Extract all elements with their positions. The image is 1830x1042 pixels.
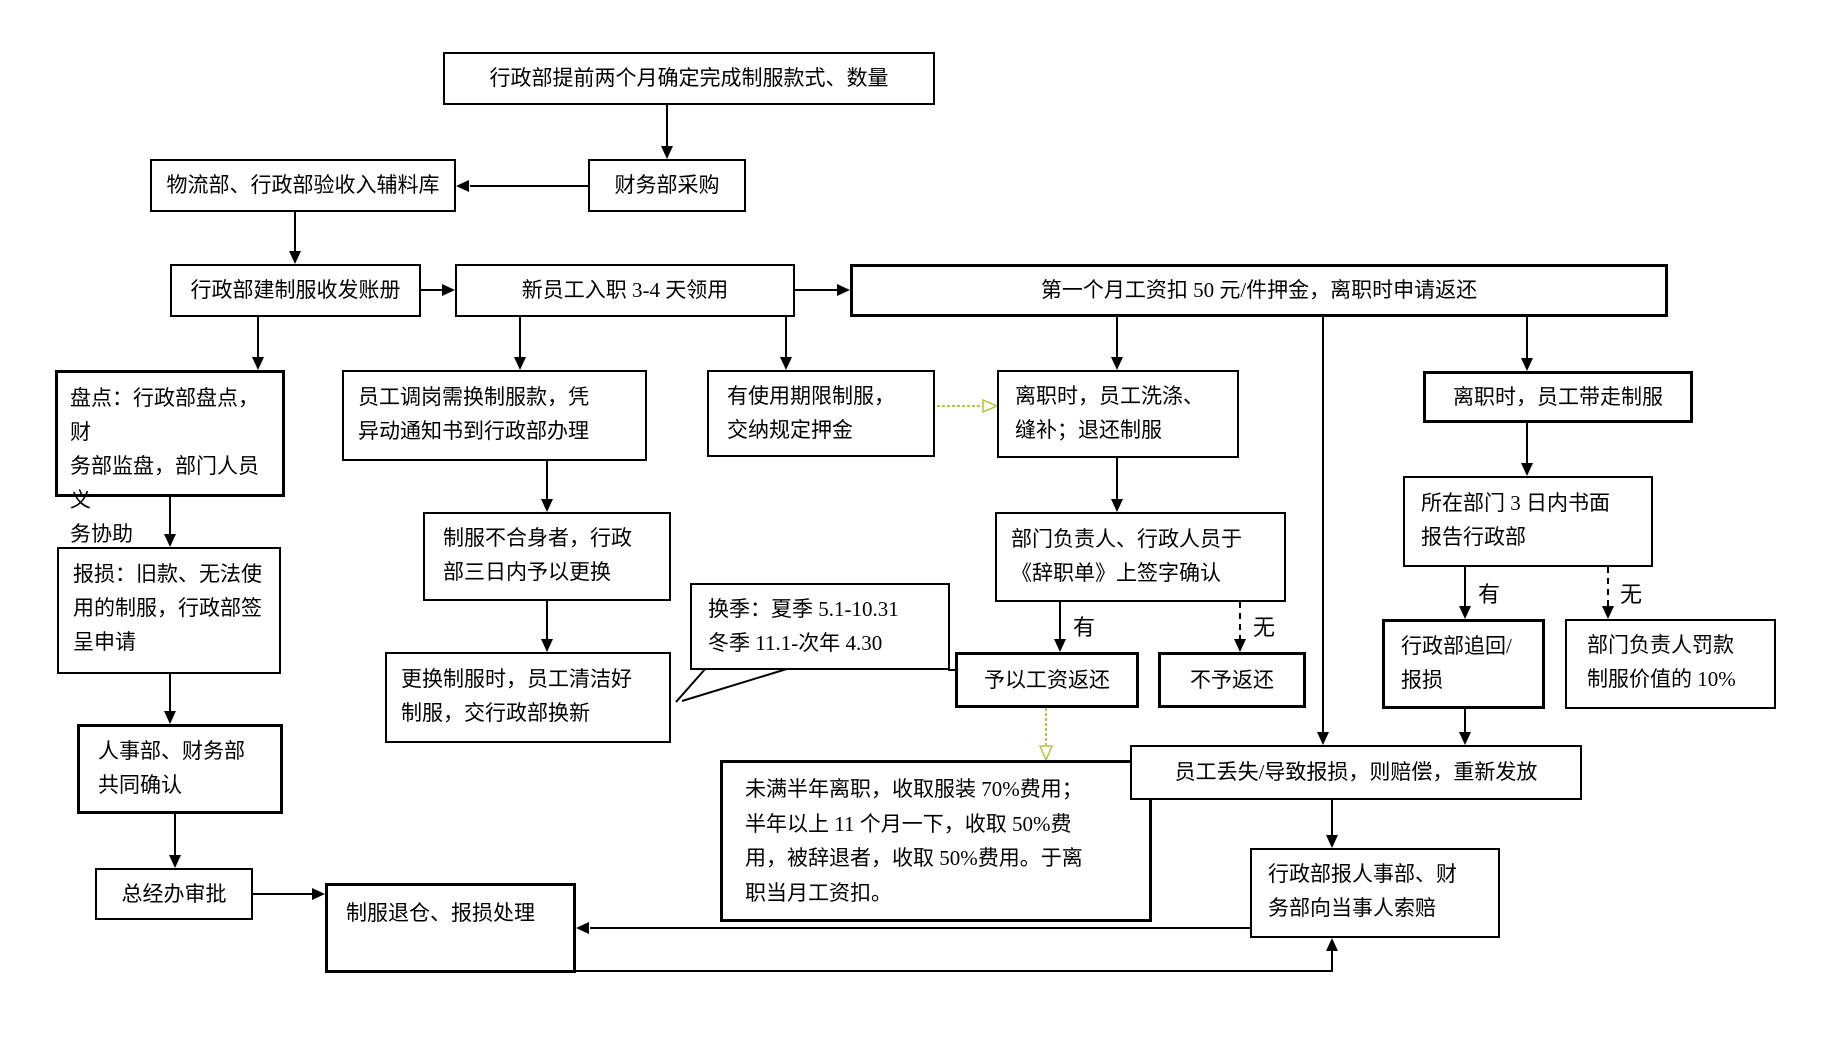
node-leave-wash-return: 离职时，员工洗涤、 缝补；退还制服 bbox=[997, 370, 1239, 458]
node-salary-deposit: 第一个月工资扣 50 元/件押金，离职时申请返还 bbox=[850, 264, 1668, 317]
node-wage-return: 予以工资返还 bbox=[955, 652, 1139, 708]
node-admin-recall: 行政部追回/ 报损 bbox=[1382, 619, 1545, 709]
node-hr-finance-confirm: 人事部、财务部 共同确认 bbox=[77, 724, 283, 814]
node-uniform-ledger: 行政部建制服收发账册 bbox=[170, 264, 421, 317]
node-new-employee-issue: 新员工入职 3-4 天领用 bbox=[455, 264, 795, 317]
node-transfer-exchange: 员工调岗需换制服款，凭 异动通知书到行政部办理 bbox=[342, 370, 647, 461]
node-uniform-return-warehouse: 制服退仓、报损处理 bbox=[325, 883, 576, 973]
node-plan-uniform-style: 行政部提前两个月确定完成制服款式、数量 bbox=[443, 52, 935, 105]
node-inventory-check: 盘点：行政部盘点，财 务部监盘，部门人员义 务协助 bbox=[55, 370, 285, 546]
label-sign-no: 无 bbox=[1253, 615, 1276, 640]
node-term-limited-uniform: 有使用期限制服， 交纳规定押金 bbox=[707, 370, 935, 457]
node-dept-report-3days: 所在部门 3 日内书面 报告行政部 bbox=[1403, 476, 1653, 567]
node-unfit-exchange: 制服不合身者，行政 部三日内予以更换 bbox=[423, 512, 671, 601]
node-season-callout: 换季：夏季 5.1-10.31 冬季 11.1-次年 4.30 bbox=[690, 583, 950, 670]
node-sign-confirm: 部门负责人、行政人员于 《辞职单》上签字确认 bbox=[995, 512, 1286, 602]
node-gm-approve: 总经办审批 bbox=[95, 868, 253, 920]
label-dept-yes: 有 bbox=[1478, 582, 1501, 607]
node-leave-take-uniform: 离职时，员工带走制服 bbox=[1423, 371, 1693, 423]
node-replace-clean: 更换制服时，员工清洁好 制服，交行政部换新 bbox=[385, 652, 671, 743]
node-report-loss-apply: 报损：旧款、无法使 用的制服，行政部签 呈申请 bbox=[57, 547, 281, 674]
node-dept-head-fine: 部门负责人罚款 制服价值的 10% bbox=[1565, 619, 1776, 709]
node-lost-compensate: 员工丢失/导致报损，则赔偿，重新发放 bbox=[1130, 745, 1582, 800]
node-finance-purchase: 财务部采购 bbox=[588, 159, 746, 212]
label-sign-yes: 有 bbox=[1073, 615, 1096, 640]
node-no-return: 不予返还 bbox=[1158, 652, 1306, 708]
node-warehouse-receive: 物流部、行政部验收入辅料库 bbox=[150, 159, 456, 212]
node-refund-fee-note: 未满半年离职，收取服装 70%费用； 半年以上 11 个月一下，收取 50%费 … bbox=[720, 760, 1152, 922]
label-dept-no: 无 bbox=[1620, 582, 1643, 607]
node-claim-compensation: 行政部报人事部、财 务部向当事人索赔 bbox=[1250, 848, 1500, 938]
